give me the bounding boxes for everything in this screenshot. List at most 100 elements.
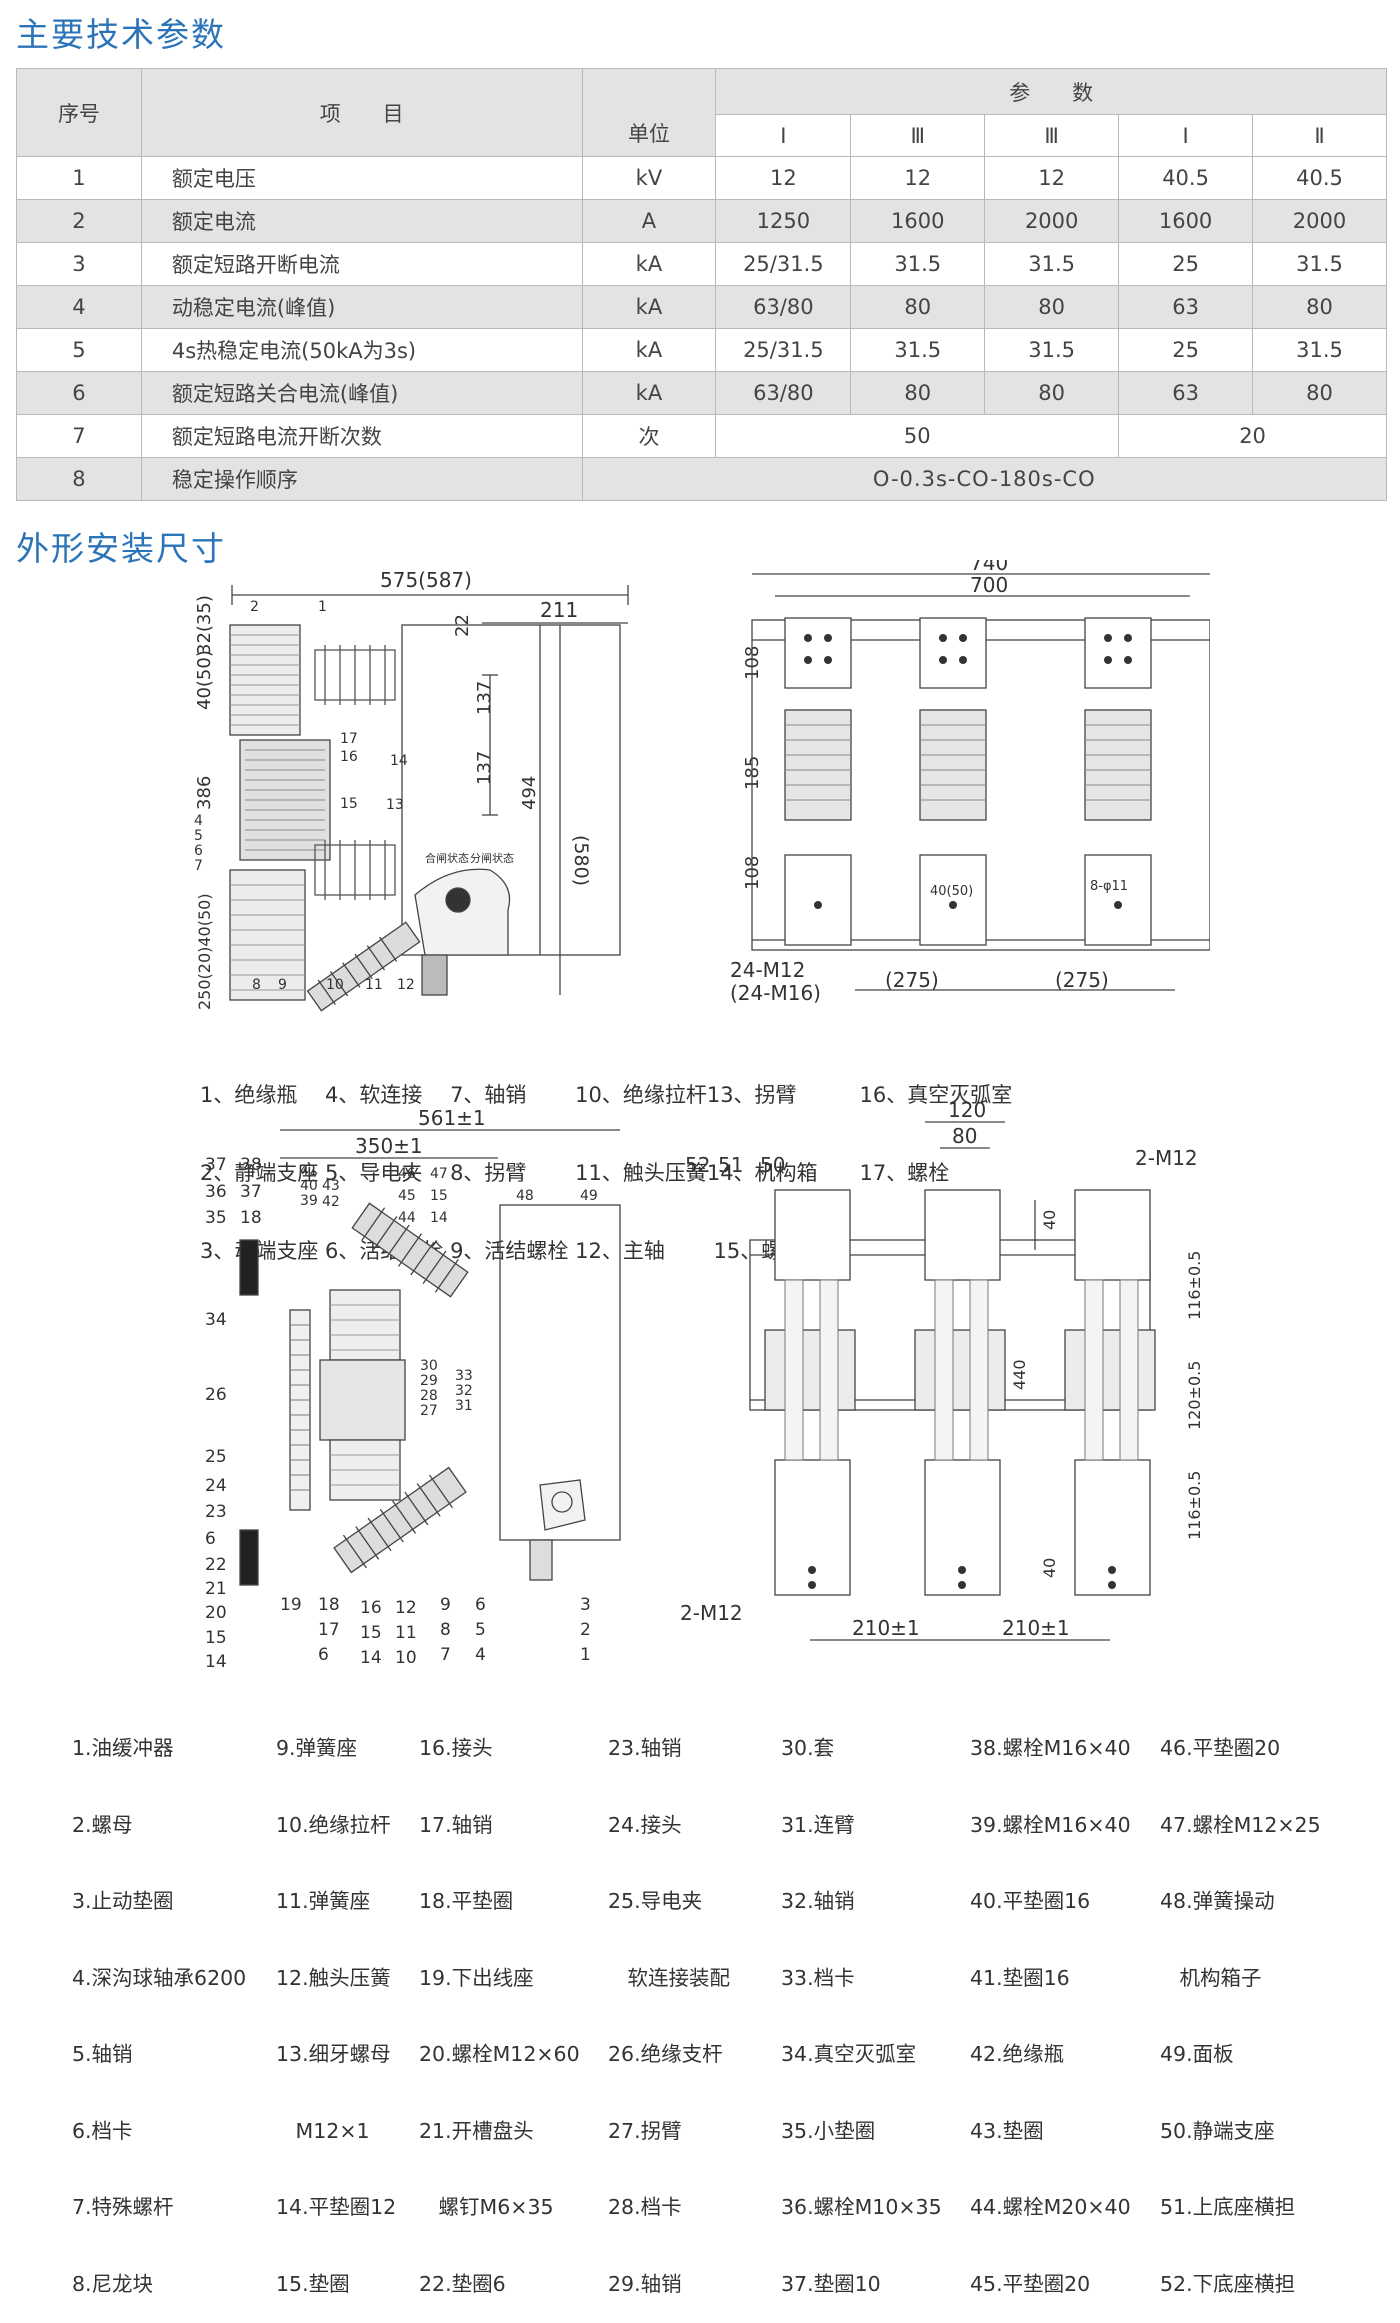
callout: 50	[760, 1153, 785, 1177]
callout: 3	[580, 1595, 591, 1615]
cell-value: 20	[1118, 414, 1387, 458]
cell-value: 31.5	[850, 328, 986, 372]
table-row: 4 动稳定电流(峰值) kA 63/80 80 80 63 80	[16, 285, 1387, 329]
legend-entry: 5.轴销	[72, 2042, 133, 2066]
cell-value: 12	[984, 156, 1120, 200]
cell-value: 31.5	[850, 242, 986, 286]
cell-unit: kA	[581, 242, 717, 286]
cell-item: 4s热稳定电流(50kA为3s)	[140, 328, 583, 372]
cell-item: 额定电流	[140, 199, 583, 243]
legend-entry: 41.垫圈16	[970, 1965, 1070, 1990]
legend-entry: 48.弹簧操动	[1160, 1889, 1275, 1913]
header-parameters: 参 数	[715, 68, 1387, 115]
callout: 14	[360, 1648, 382, 1668]
legend-entry: 28.档卡	[608, 2195, 682, 2219]
legend-entry: 20.螺栓M12×60	[419, 2042, 580, 2066]
legend-entry: 16.接头	[419, 1736, 493, 1760]
cell-item: 动稳定电流(峰值)	[140, 285, 583, 329]
dim-label: 740	[970, 560, 1008, 575]
callout: 48	[516, 1188, 534, 1204]
callout: 9	[278, 977, 287, 993]
callout: 11	[365, 977, 383, 993]
legend-2-col-6: 38.螺栓M16×40 39.螺栓M16×40 40.平垫圈16 41.垫圈16…	[970, 1685, 1131, 2323]
dim-label: 116±0.5	[1185, 1251, 1204, 1320]
cell-value: 80	[1252, 371, 1387, 415]
dim-label: 575(587)	[380, 568, 472, 592]
dim-label: 40	[1040, 1558, 1059, 1578]
callout: 15	[360, 1623, 382, 1643]
legend-line: 2、静端支座 5、导电夹 8、拐臂 11、触头压簧14、机构箱 17、螺栓	[200, 1161, 950, 1185]
legend-entry: 52.下底座横担	[1160, 2271, 1296, 2296]
callout: 5	[475, 1620, 486, 1640]
legend-entry: 31.连臂	[781, 1812, 855, 1837]
legend-entry: 14.平垫圈12	[276, 2195, 397, 2219]
dim-label: 210±1	[1002, 1616, 1070, 1640]
callout: 16	[340, 749, 358, 765]
drawing-side-view-1: 575(587) 211 22 32(35) 40(50) 386 250(20…	[194, 568, 629, 1012]
header-sub-5: Ⅱ	[1252, 114, 1387, 157]
cell-value: O-0.3s-CO-180s-CO	[581, 457, 1387, 501]
dim-label: 40(50)	[194, 650, 215, 710]
table-row: 6 额定短路关合电流(峰值) kA 63/80 80 80 63 80	[16, 371, 1387, 415]
legend-entry: 9.弹簧座	[276, 1736, 358, 1760]
closed-state-label: 合闸状态	[425, 851, 469, 865]
legend-2-col-7: 46.平垫圈20 47.螺栓M12×25 48.弹簧操动 机构箱子 49.面板 …	[1160, 1685, 1321, 2323]
cell-value: 25	[1118, 242, 1254, 286]
drawing-front-view-2: 120 80 2-M12 52 51 50 40 116±0.5 120±0.5…	[680, 1100, 1204, 1641]
dim-label: 211	[540, 598, 578, 622]
dim-label: 8-φ11	[1090, 879, 1128, 894]
cell-index: 7	[16, 414, 142, 458]
legend-entry: 4.深沟球轴承6200	[72, 1965, 247, 1990]
cell-value: 25/31.5	[715, 242, 852, 286]
callout: 4	[475, 1645, 486, 1665]
cell-item: 额定电压	[140, 156, 583, 200]
callout: 10	[326, 977, 344, 993]
cell-value: 25	[1118, 328, 1254, 372]
callout: 33	[455, 1368, 473, 1384]
dim-label: 386	[194, 776, 215, 810]
cell-value: 31.5	[1252, 328, 1387, 372]
dim-label: 116±0.5	[1185, 1471, 1204, 1540]
callout: 41	[300, 1163, 318, 1179]
cell-value: 63	[1118, 285, 1254, 329]
callout: 36	[205, 1182, 227, 1202]
cell-index: 8	[16, 457, 142, 501]
cell-value: 1600	[850, 199, 986, 243]
legend-entry: 33.档卡	[781, 1965, 855, 1990]
callout: 6	[194, 843, 203, 859]
cell-index: 2	[16, 199, 142, 243]
callout: 15	[340, 796, 358, 812]
header-index: 序号	[16, 68, 142, 157]
legend-entry: 36.螺栓M10×35	[781, 2195, 942, 2219]
callout: 14	[205, 1652, 227, 1670]
cell-index: 4	[16, 285, 142, 329]
cell-index: 1	[16, 156, 142, 200]
callout: 1	[580, 1645, 591, 1665]
dim-label: 2-M12	[680, 1601, 743, 1625]
cell-value: 80	[984, 371, 1120, 415]
callout: 27	[420, 1403, 438, 1419]
legend-entry: 13.细牙螺母	[276, 2042, 391, 2066]
legend-entry: 12.触头压簧	[276, 1965, 391, 1990]
legend-entry: 29.轴销	[608, 2271, 682, 2296]
cell-value: 1600	[1118, 199, 1254, 243]
callout: 45	[398, 1188, 416, 1204]
legend-entry: 21.开槽盘头	[419, 2118, 534, 2143]
callout: 13	[386, 797, 404, 813]
cell-index: 5	[16, 328, 142, 372]
dim-label: 137	[474, 751, 495, 785]
dim-label: 120±0.5	[1185, 1361, 1204, 1430]
legend-entry: 46.平垫圈20	[1160, 1736, 1281, 1760]
legend-2-col-1: 1.油缓冲器 2.螺母 3.止动垫圈 4.深沟球轴承6200 5.轴销 6.档卡…	[72, 1685, 246, 2323]
table-row: 1 额定电压 kV 12 12 12 40.5 40.5	[16, 156, 1387, 200]
cell-value: 31.5	[1252, 242, 1387, 286]
cell-value: 40.5	[1118, 156, 1254, 200]
callout: 15	[430, 1188, 448, 1204]
header-sub-2: Ⅲ	[850, 114, 986, 157]
cell-value: 63	[1118, 371, 1254, 415]
callout: 43	[322, 1178, 340, 1194]
dim-label: 440	[1010, 1359, 1029, 1390]
legend-entry: 27.拐臂	[608, 2118, 682, 2143]
cell-value: 2000	[1252, 199, 1387, 243]
callout: 35	[205, 1208, 227, 1228]
